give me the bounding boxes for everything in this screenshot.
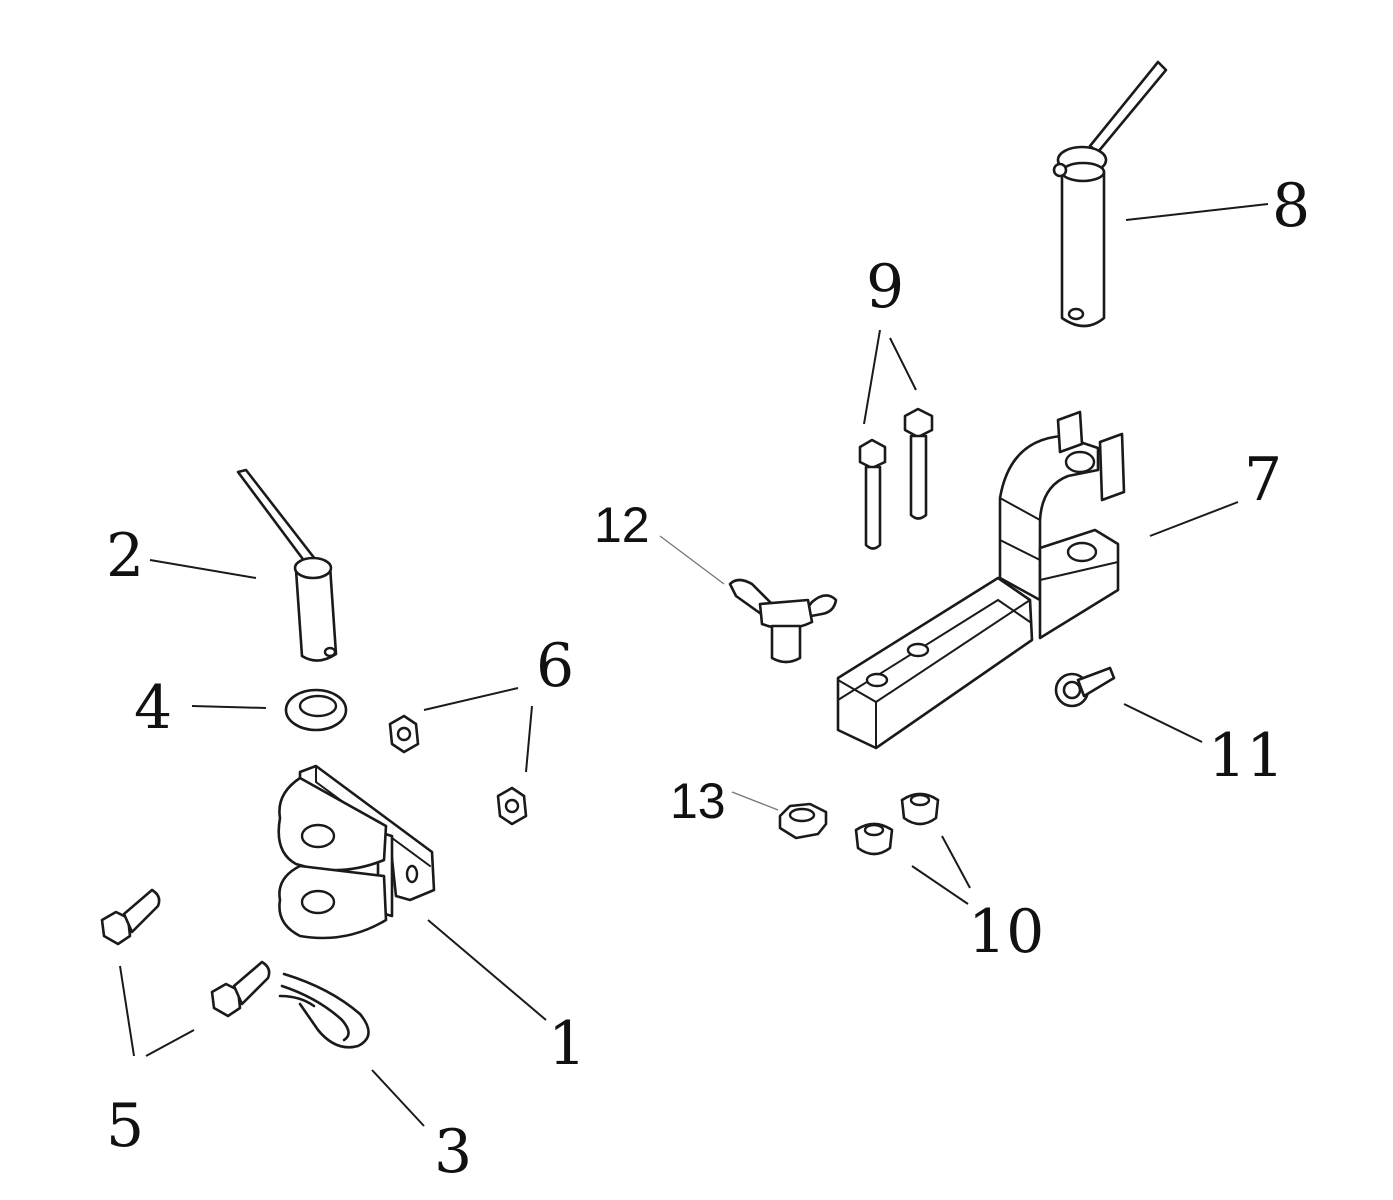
- callout-10: 10: [968, 897, 1044, 967]
- leader-4: [191, 705, 267, 709]
- part-2-handle-pin: [236, 468, 338, 662]
- leader-6a: [423, 687, 519, 711]
- part-8-handle-pin: [1052, 60, 1168, 328]
- leader-11: [1123, 703, 1203, 743]
- part-11-lynch-pin: [1054, 666, 1116, 708]
- part-4-washer: [284, 688, 348, 732]
- callout-8: 8: [1272, 171, 1310, 241]
- callout-5: 5: [106, 1091, 144, 1161]
- leader-5b: [145, 1029, 195, 1057]
- part-3-hairpin-clip: [278, 972, 370, 1049]
- leader-7: [1149, 501, 1239, 537]
- part-7-drawbar: [836, 410, 1126, 750]
- leader-6b: [525, 705, 533, 773]
- callout-11: 11: [1208, 721, 1284, 791]
- callout-12: 12: [594, 497, 650, 553]
- callout-3: 3: [434, 1117, 472, 1187]
- callout-9: 9: [866, 252, 904, 322]
- leader-13: [731, 791, 779, 811]
- callout-1: 1: [548, 1009, 586, 1079]
- leader-9b: [889, 337, 917, 391]
- leader-10a: [911, 865, 969, 905]
- leader-12: [659, 535, 725, 585]
- leader-1: [427, 919, 547, 1021]
- callout-2: 2: [106, 521, 144, 591]
- callout-7: 7: [1244, 445, 1282, 515]
- part-12-wing-nut: [728, 578, 838, 664]
- part-6-hex-nuts: [388, 714, 528, 826]
- part-10-flange-nuts: [854, 792, 940, 856]
- callout-6: 6: [536, 631, 574, 701]
- callout-labels: 8 9 7 12 11 13 10 2 4 6 1 5 3: [106, 171, 1310, 1187]
- part-13-hex-nut: [778, 802, 828, 840]
- leader-2: [149, 559, 257, 579]
- leader-9a: [863, 329, 881, 425]
- leader-10b: [941, 835, 971, 889]
- leader-3: [371, 1069, 425, 1127]
- part-9-bolts: [858, 407, 934, 550]
- leader-lines: [119, 203, 1269, 1127]
- leader-8: [1125, 203, 1269, 221]
- callout-13: 13: [670, 773, 726, 829]
- callout-4: 4: [134, 673, 172, 743]
- leader-5a: [119, 965, 135, 1057]
- part-5-bolts: [100, 888, 271, 1018]
- part-1-clevis-bracket: [277, 764, 436, 940]
